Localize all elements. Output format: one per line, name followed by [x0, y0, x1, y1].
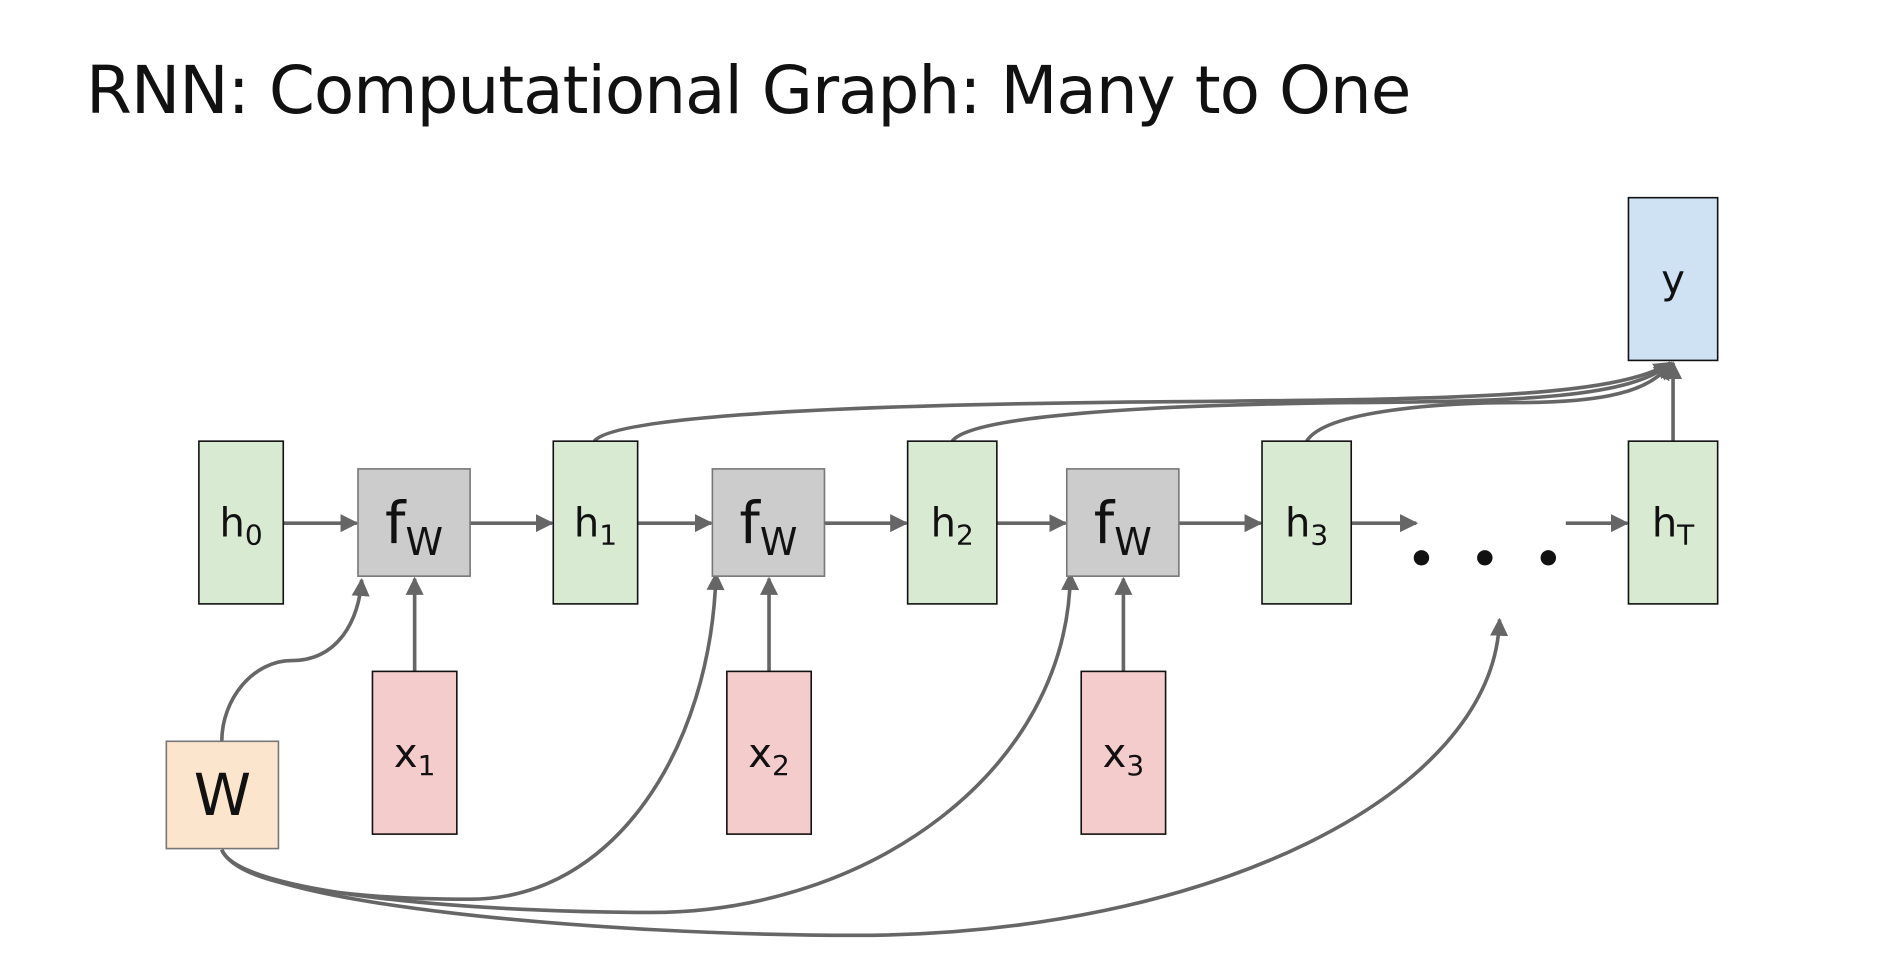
node-x1-base: x	[394, 731, 418, 777]
node-fw3-label: fW	[1094, 489, 1152, 564]
node-x1-box	[371, 670, 458, 835]
node-hT-box	[1627, 440, 1719, 605]
node-h2-label: h2	[931, 501, 974, 552]
node-h2-box	[906, 440, 998, 605]
ellipsis-label: • • •	[1407, 534, 1572, 585]
node-fw1-base: f	[385, 489, 407, 557]
page-title: RNN: Computational Graph: Many to One	[86, 52, 1411, 129]
node-y: y	[1627, 196, 1719, 362]
node-fw3-box	[1065, 468, 1180, 577]
node-fw1-subscript: W	[405, 520, 443, 564]
node-y-base: y	[1661, 257, 1685, 303]
edge-W-to-fw2	[220, 571, 725, 902]
edge-h2-to-y	[950, 361, 1672, 443]
node-x2-base: x	[748, 731, 772, 777]
edge-h3-to-y	[1305, 361, 1673, 443]
node-x2: x2	[726, 670, 813, 835]
node-h3-subscript: 3	[1310, 519, 1328, 552]
node-h3: h3	[1261, 440, 1353, 605]
ellipsis-layer: • • •	[1407, 534, 1572, 585]
node-h0-subscript: 0	[245, 519, 263, 552]
node-h1-subscript: 1	[599, 519, 617, 552]
node-x2-subscript: 2	[772, 749, 790, 782]
node-fw2-box	[711, 468, 826, 577]
node-h3-base: h	[1285, 501, 1310, 547]
node-h2: h2	[906, 440, 998, 605]
node-W: W	[165, 740, 280, 850]
node-x1-label: x1	[394, 731, 436, 782]
node-h0-base: h	[219, 501, 244, 547]
node-W-label: W	[194, 761, 251, 829]
node-h2-subscript: 2	[956, 519, 974, 552]
node-y-box	[1627, 196, 1719, 362]
node-fw1: fW	[357, 468, 471, 577]
node-fw3-subscript: W	[1114, 520, 1152, 564]
node-fw1-box	[357, 468, 471, 577]
node-x3-base: x	[1103, 731, 1127, 777]
node-h1-box	[552, 440, 639, 605]
edge-W-to-ellipsis	[220, 617, 1509, 938]
edge-h1-to-y	[592, 361, 1673, 443]
node-hT: hT	[1627, 440, 1719, 605]
edge-W-to-fw1	[219, 577, 370, 742]
node-x2-label: x2	[748, 731, 790, 782]
node-hT-label: hT	[1652, 501, 1695, 552]
node-x1: x1	[371, 670, 458, 835]
node-fw2-label: fW	[739, 489, 797, 564]
node-W-base: W	[194, 761, 251, 829]
node-h1-label: h1	[574, 501, 617, 552]
node-h3-label: h3	[1285, 501, 1328, 552]
node-x3-label: x3	[1103, 731, 1145, 782]
node-h1-base: h	[574, 501, 599, 547]
node-x3: x3	[1080, 670, 1167, 835]
node-h2-base: h	[931, 501, 956, 547]
node-fw3-base: f	[1094, 489, 1116, 557]
node-x3-box	[1080, 670, 1167, 835]
node-x2-box	[726, 670, 813, 835]
node-hT-subscript: T	[1676, 519, 1695, 552]
node-fw2-base: f	[739, 489, 761, 557]
node-y-label: y	[1661, 257, 1685, 303]
node-x1-subscript: 1	[418, 749, 436, 782]
node-x3-subscript: 3	[1126, 749, 1144, 782]
node-h0-label: h0	[219, 501, 262, 552]
node-fw3: fW	[1065, 468, 1180, 577]
node-h3-box	[1261, 440, 1353, 605]
node-h1: h1	[552, 440, 639, 605]
node-fw2-subscript: W	[760, 520, 798, 564]
node-h0-box	[198, 440, 285, 605]
node-W-box	[165, 740, 280, 850]
node-fw2: fW	[711, 468, 826, 577]
node-fw1-label: fW	[385, 489, 443, 564]
edges-layer	[219, 361, 1683, 938]
edge-W-to-fw3	[220, 571, 1080, 915]
node-h0: h0	[198, 440, 285, 605]
node-hT-base: h	[1652, 501, 1677, 547]
